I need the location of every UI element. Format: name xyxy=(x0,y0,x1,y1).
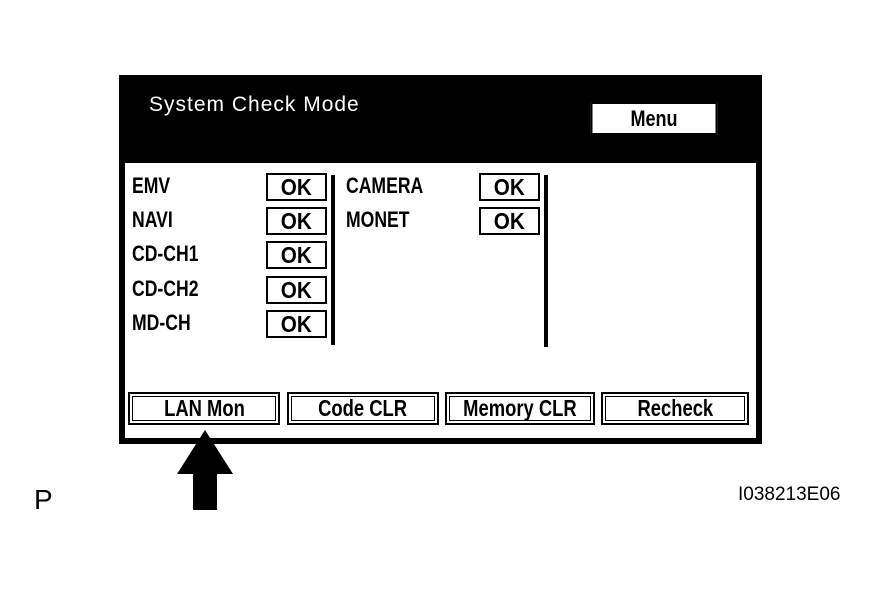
status-text: OK xyxy=(280,207,313,234)
memory-clr-button[interactable]: Memory CLR xyxy=(445,392,595,425)
status-text: OK xyxy=(280,241,313,268)
status-box-camera: OK xyxy=(479,173,540,201)
up-arrow-icon xyxy=(177,430,233,510)
recheck-button[interactable]: Recheck xyxy=(601,392,749,425)
code-clr-button-label: Code CLR xyxy=(318,395,408,421)
status-box-emv: OK xyxy=(266,173,327,201)
column-divider-1 xyxy=(331,175,335,345)
device-label-cd-ch2: CD-CH2 xyxy=(132,276,199,301)
status-box-cd-ch1: OK xyxy=(266,241,327,269)
device-label-navi: NAVI xyxy=(132,207,173,232)
system-check-screen: System Check Mode Menu EMV OK NAVI OK CD… xyxy=(119,75,762,444)
figure-id: I038213E06 xyxy=(738,484,841,505)
device-label-md-ch: MD-CH xyxy=(132,310,191,335)
lan-mon-button[interactable]: LAN Mon xyxy=(128,392,280,425)
code-clr-button[interactable]: Code CLR xyxy=(287,392,439,425)
device-label-camera: CAMERA xyxy=(346,173,424,198)
menu-button-label: Menu xyxy=(630,105,678,131)
device-label-cd-ch1: CD-CH1 xyxy=(132,241,199,266)
memory-clr-button-label: Memory CLR xyxy=(463,395,577,421)
status-box-navi: OK xyxy=(266,207,327,235)
status-box-cd-ch2: OK xyxy=(266,276,327,304)
menu-button[interactable]: Menu xyxy=(590,102,718,135)
status-box-monet: OK xyxy=(479,207,540,235)
lan-mon-button-label: LAN Mon xyxy=(163,395,245,421)
status-box-md-ch: OK xyxy=(266,310,327,338)
status-text: OK xyxy=(280,276,313,303)
status-text: OK xyxy=(280,173,313,200)
status-text: OK xyxy=(493,173,526,200)
status-text: OK xyxy=(493,207,526,234)
recheck-button-label: Recheck xyxy=(637,395,713,421)
page-marker: P xyxy=(34,484,53,515)
column-divider-2 xyxy=(544,175,548,347)
status-text: OK xyxy=(280,310,313,337)
device-label-emv: EMV xyxy=(132,173,171,198)
device-label-monet: MONET xyxy=(346,207,410,232)
screen-title: System Check Mode xyxy=(149,93,360,116)
